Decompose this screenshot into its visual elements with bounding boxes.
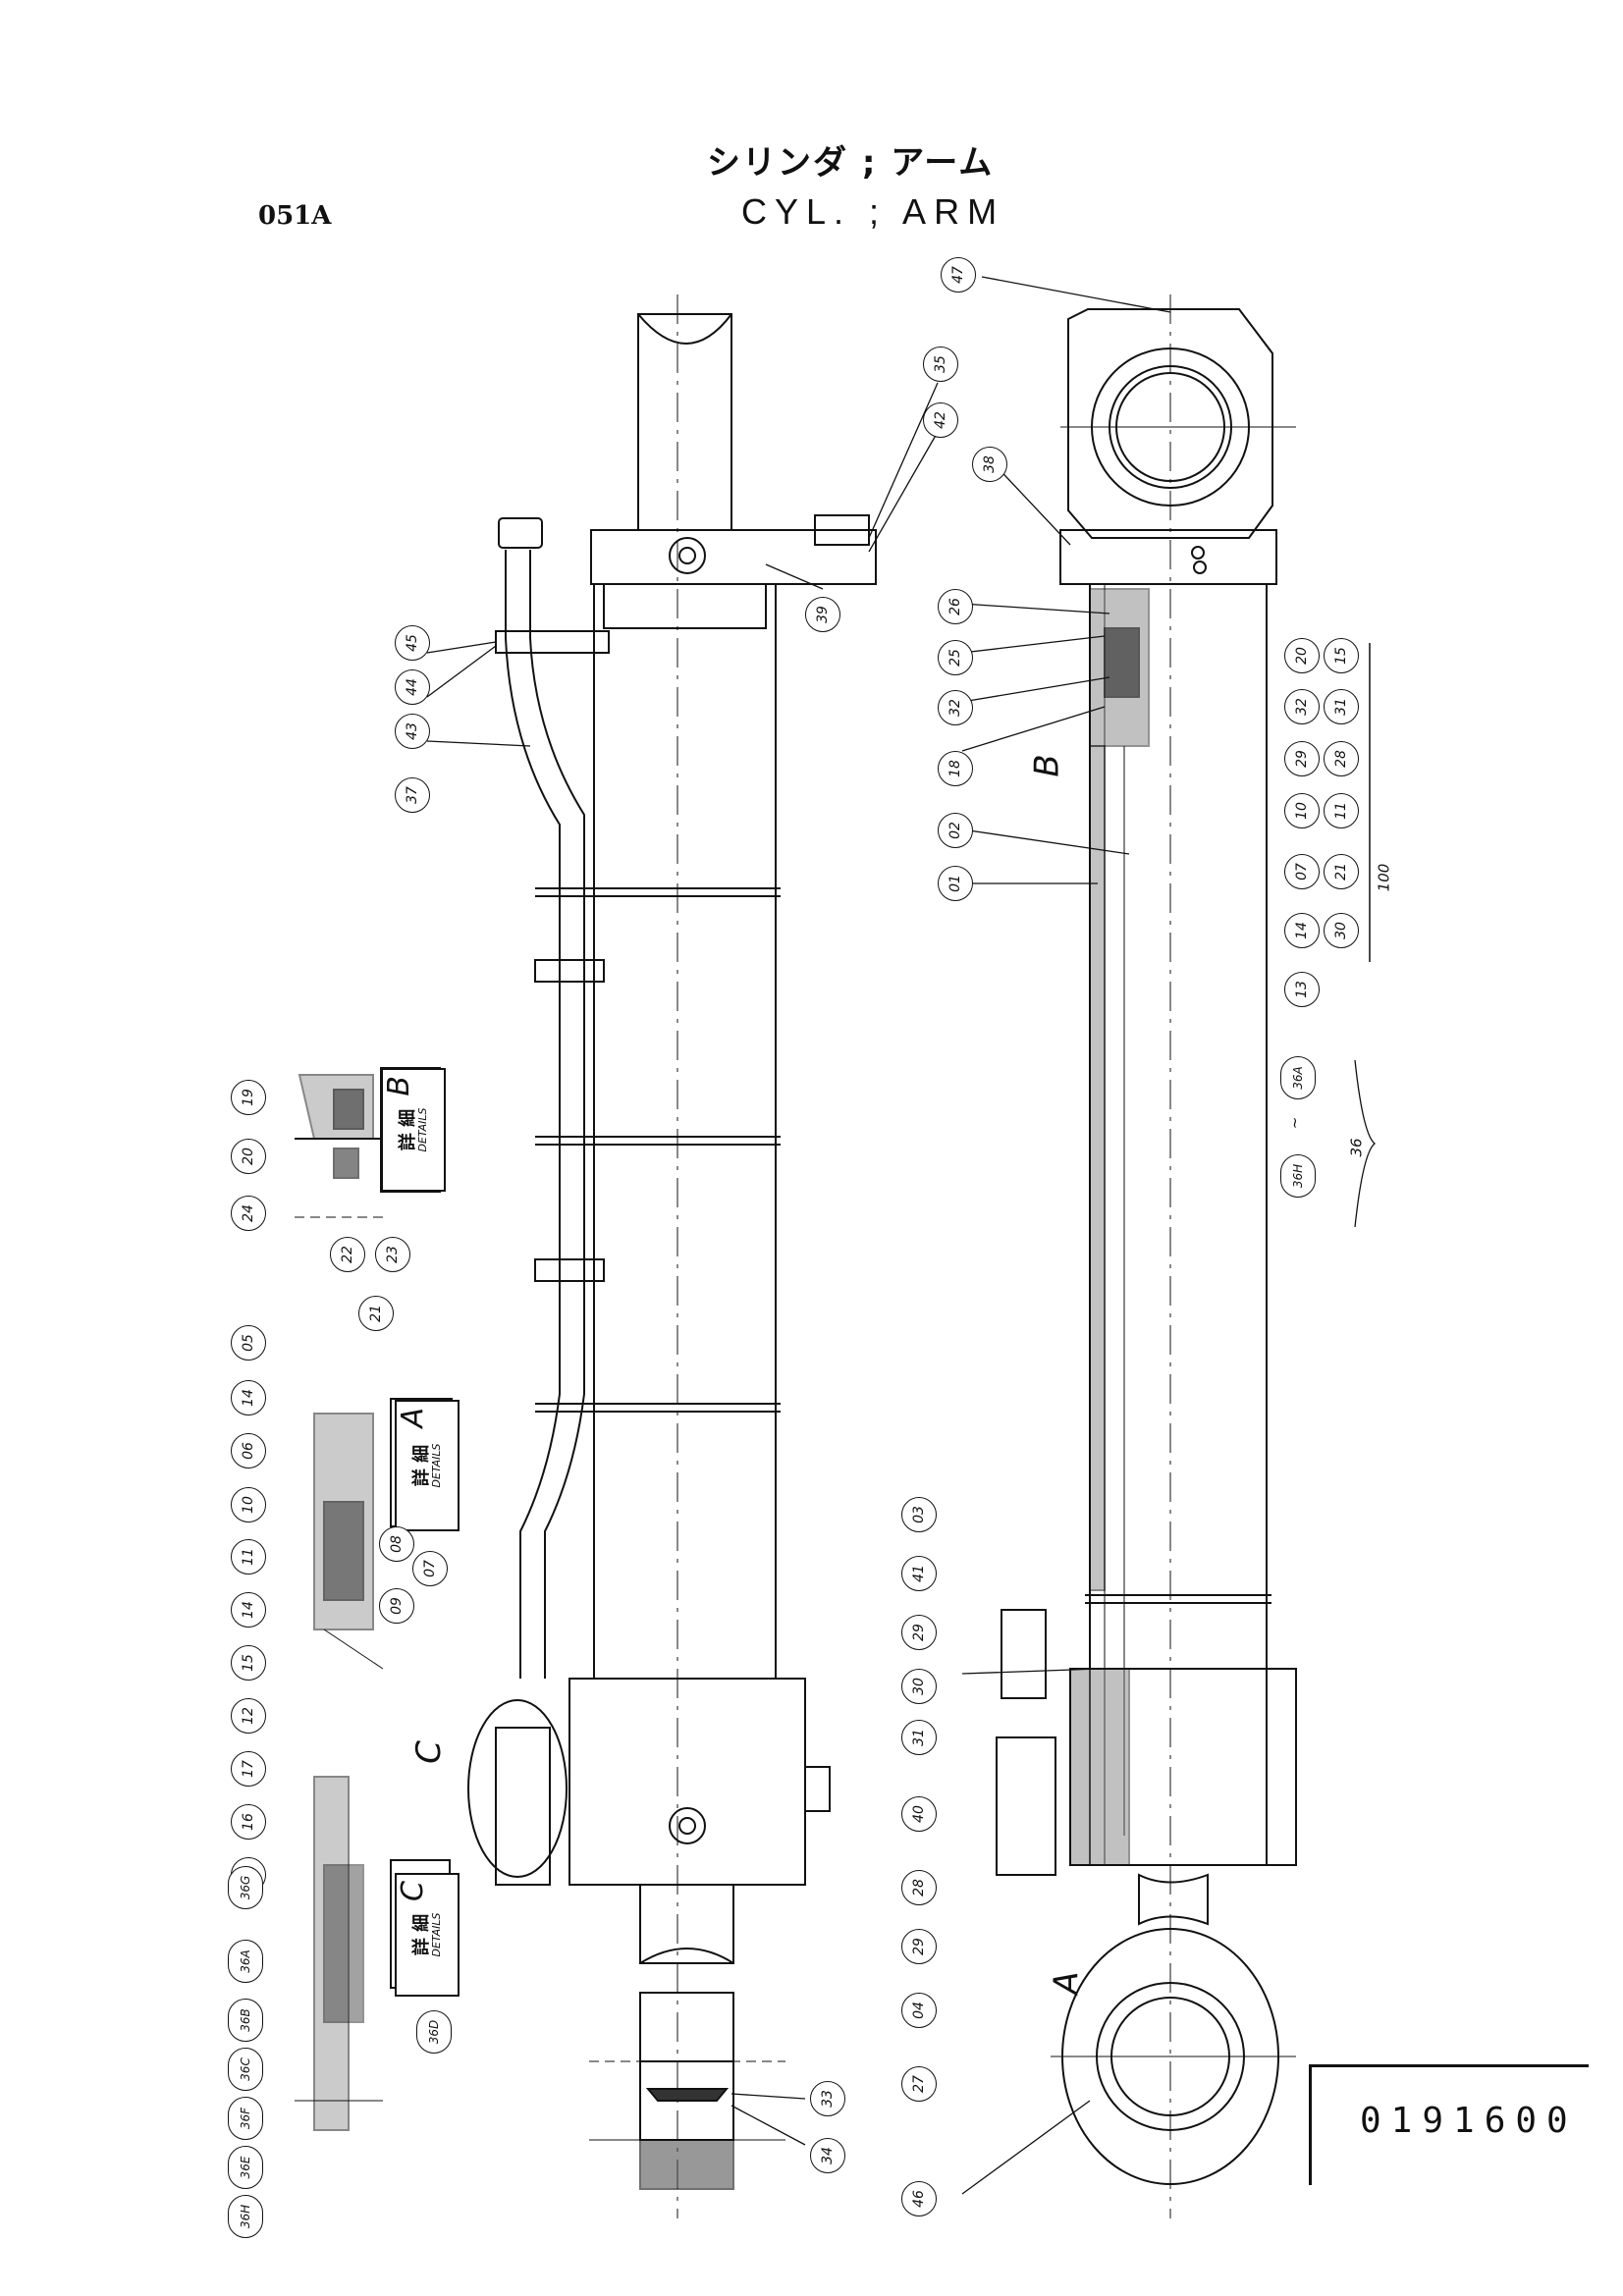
drawing-code: 051A [258, 201, 332, 231]
callout-18: 18 [938, 751, 973, 786]
head-block [590, 529, 877, 585]
callout-a17: 17 [231, 1751, 266, 1787]
leader-lines [426, 276, 1377, 2195]
title-english: CYL. ; ARM [741, 191, 1005, 232]
callout-29b: 29 [901, 1615, 937, 1650]
rod-top [637, 313, 732, 531]
callout-38: 38 [972, 447, 1007, 482]
detail-b-letter: B [382, 1076, 416, 1096]
callout-a05: 05 [231, 1325, 266, 1361]
callout-21: 21 [1324, 854, 1359, 889]
callout-31b: 31 [901, 1720, 937, 1755]
part-number: 0191600 [1360, 2101, 1578, 2141]
callout-d36d: 36D [416, 2010, 452, 2054]
detail-c-label: 詳 細 DETAILS C [395, 1873, 460, 1997]
callout-34: 34 [810, 2138, 845, 2173]
callout-02: 02 [938, 813, 973, 848]
callout-43: 43 [395, 714, 430, 749]
callout-a06: 06 [231, 1433, 266, 1468]
callout-31: 31 [1324, 689, 1359, 724]
callout-28b: 28 [901, 1870, 937, 1905]
callout-b23: 23 [375, 1237, 410, 1272]
callout-10: 10 [1284, 793, 1320, 828]
callout-a08: 08 [379, 1526, 414, 1562]
callout-d36a: 36A [228, 1940, 263, 1983]
detail-a-letter: A [396, 1408, 430, 1428]
callout-d36b: 36B [228, 1999, 263, 2042]
callout-37: 37 [395, 777, 430, 813]
callout-27: 27 [901, 2066, 937, 2102]
callout-25: 25 [938, 640, 973, 675]
callout-a15: 15 [231, 1645, 266, 1681]
detail-b-jp: 詳 細 [397, 1108, 418, 1151]
callout-d36f: 36F [228, 2097, 263, 2140]
title-japanese: シリンダ ; アーム [707, 143, 995, 183]
callout-b19: 19 [231, 1080, 266, 1115]
callout-46: 46 [901, 2181, 937, 2216]
callout-30b: 30 [901, 1669, 937, 1704]
callout-26: 26 [938, 589, 973, 624]
callout-d36e: 36E [228, 2146, 263, 2189]
callout-30: 30 [1324, 913, 1359, 948]
detail-b-label: 詳 細 DETAILS B [381, 1068, 446, 1192]
callout-20: 20 [1284, 638, 1320, 673]
callout-29c: 29 [901, 1929, 937, 1964]
callout-04: 04 [901, 1993, 937, 2028]
detail-c-jp: 詳 細 [410, 1913, 432, 1956]
callout-d36c: 36C [228, 2048, 263, 2091]
callout-a11: 11 [231, 1539, 266, 1575]
callout-33: 33 [810, 2081, 845, 2116]
callout-39: 39 [805, 597, 840, 632]
detail-c-letter: C [396, 1881, 430, 1901]
callout-32b: 32 [1284, 689, 1320, 724]
callout-b22: 22 [330, 1237, 365, 1272]
callout-a09: 09 [379, 1588, 414, 1624]
view-letter-b: B [1027, 754, 1067, 777]
callout-b24: 24 [231, 1196, 266, 1231]
callout-36a: 36A [1280, 1056, 1316, 1099]
group-range-sep: ~ [1285, 1116, 1304, 1130]
callout-47: 47 [941, 257, 976, 293]
callout-a16: 16 [231, 1804, 266, 1840]
callout-d36h: 36H [228, 2195, 263, 2238]
callout-07: 07 [1284, 854, 1320, 889]
callout-a14b: 14 [231, 1592, 266, 1628]
callout-a07: 07 [412, 1551, 448, 1586]
callout-a10: 10 [231, 1487, 266, 1522]
callout-29: 29 [1284, 741, 1320, 776]
callout-b21: 21 [358, 1296, 394, 1331]
right-cylinder-view [996, 294, 1297, 2218]
detail-c-en: DETAILS [429, 1912, 443, 1957]
callout-41: 41 [901, 1556, 937, 1591]
callout-42: 42 [923, 402, 958, 438]
part-number-box [1309, 2064, 1589, 2185]
detail-b-en: DETAILS [415, 1107, 429, 1152]
callout-28: 28 [1324, 741, 1359, 776]
detail-a-en: DETAILS [429, 1443, 443, 1488]
callout-35: 35 [923, 347, 958, 382]
callout-03: 03 [901, 1497, 937, 1532]
callout-d36g: 36G [228, 1866, 263, 1909]
callout-32: 32 [938, 690, 973, 725]
callout-13: 13 [1284, 972, 1320, 1007]
callout-14: 14 [1284, 913, 1320, 948]
left-cylinder-view [467, 294, 877, 2218]
callout-44: 44 [395, 669, 430, 705]
callout-11: 11 [1324, 793, 1359, 828]
group-number-100: 100 [1375, 863, 1393, 892]
callout-01: 01 [938, 866, 973, 901]
callout-15: 15 [1324, 638, 1359, 673]
callout-b20: 20 [231, 1139, 266, 1174]
callout-40: 40 [901, 1796, 937, 1832]
group-number-36: 36 [1347, 1138, 1366, 1157]
callout-a14: 14 [231, 1380, 266, 1415]
view-letter-c: C [408, 1740, 449, 1764]
view-letter-a: A [1047, 1971, 1087, 1995]
callout-36h: 36H [1280, 1154, 1316, 1198]
detail-a-jp: 詳 細 [410, 1444, 432, 1487]
callout-45: 45 [395, 625, 430, 661]
detail-b [295, 1067, 441, 1218]
callout-a12: 12 [231, 1698, 266, 1734]
detail-a-label: 詳 細 DETAILS A [395, 1400, 460, 1531]
